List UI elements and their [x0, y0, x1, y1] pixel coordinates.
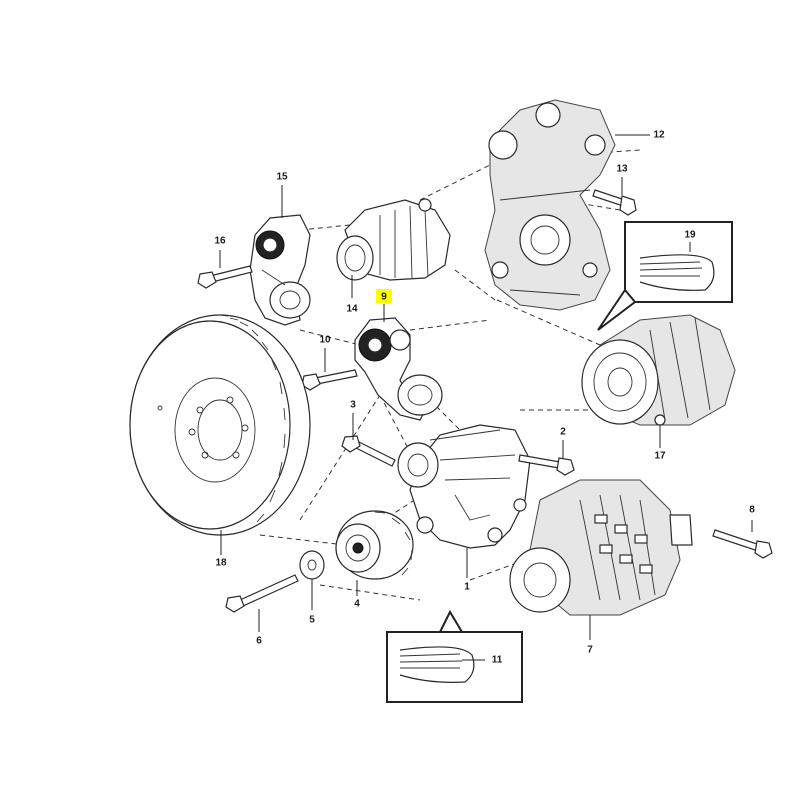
callout-8: 8 — [749, 505, 755, 516]
callout-19: 19 — [684, 230, 696, 241]
part-4-pulley — [335, 510, 414, 580]
part-14-alternator — [336, 198, 451, 281]
callout-5: 5 — [309, 615, 315, 626]
callout-18: 18 — [215, 558, 227, 569]
part-6-bolt — [225, 574, 299, 613]
part-1-accessory-bracket — [397, 424, 531, 549]
callout-2: 2 — [560, 427, 566, 438]
callout-17: 17 — [654, 451, 666, 462]
callout-16: 16 — [214, 236, 226, 247]
part-8-bolt — [712, 529, 773, 559]
callout-12: 12 — [653, 130, 665, 141]
part-2-bolt — [518, 454, 575, 476]
leader-lines — [219, 134, 753, 661]
part-15-tensioner — [249, 214, 311, 326]
part-13-bolt — [592, 189, 637, 216]
callout-15: 15 — [276, 172, 288, 183]
callout-3: 3 — [350, 400, 356, 411]
callout-11: 11 — [492, 655, 503, 666]
part-7-compressor — [509, 479, 693, 616]
callouts: 12 13 15 16 14 9 10 19 3 2 17 8 18 1 4 5… — [214, 130, 755, 666]
part-5-washer — [299, 550, 325, 580]
part-12-engine-bracket — [484, 99, 616, 311]
part-3-bolt — [341, 435, 396, 467]
part-9-belt-tensioner — [354, 317, 443, 421]
callout-9: 9 — [381, 292, 387, 303]
callout-9-highlight — [376, 289, 392, 303]
callout-6: 6 — [256, 636, 262, 647]
part-17-ac-compressor — [581, 314, 736, 426]
part-16-bolt — [197, 265, 253, 289]
callout-4: 4 — [354, 599, 360, 610]
belt-inset-11 — [386, 609, 523, 703]
callout-7: 7 — [587, 645, 593, 656]
callout-13: 13 — [616, 164, 628, 175]
belt-inset-19 — [597, 221, 733, 331]
callout-14: 14 — [346, 304, 358, 315]
part-18-crankshaft-pulley — [129, 314, 311, 536]
callout-10: 10 — [319, 335, 331, 346]
callout-1: 1 — [464, 582, 470, 593]
part-10-bolt — [301, 369, 358, 391]
